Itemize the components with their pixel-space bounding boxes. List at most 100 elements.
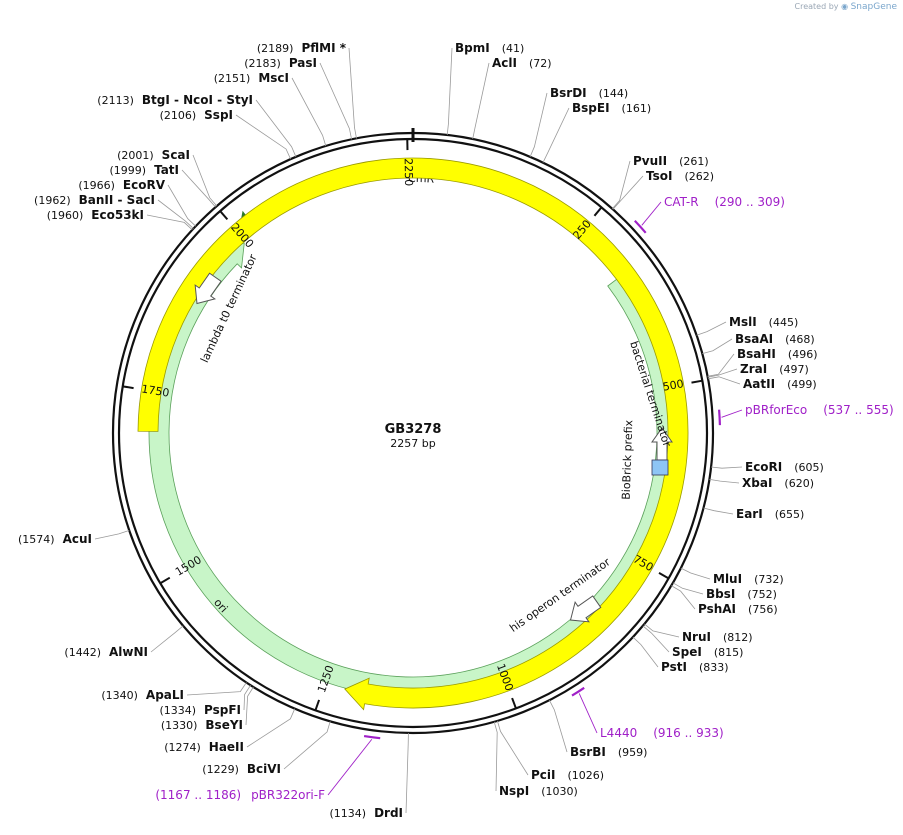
enzyme-site[interactable]: BsrDI(144) xyxy=(550,86,628,100)
enzyme-site[interactable]: PspFI(1334) xyxy=(159,703,241,717)
primer-name: CAT-R xyxy=(664,195,699,209)
enzyme-site[interactable]: PflMI * (2189) xyxy=(257,41,347,55)
enzyme-site[interactable]: ScaI(2001) xyxy=(117,148,190,162)
feature-bacterial-terminator-arrow[interactable] xyxy=(651,427,673,461)
enzyme-site[interactable]: ApaLI(1340) xyxy=(101,688,184,702)
tick-mark xyxy=(159,576,171,585)
enzyme-position: (1960) xyxy=(47,209,84,222)
enzyme-site[interactable]: SpeI(815) xyxy=(672,645,743,659)
enzyme-site[interactable]: BpmI(41) xyxy=(455,41,524,55)
enzyme-site[interactable]: Eco53kI(1960) xyxy=(47,208,144,222)
enzyme-site[interactable]: AlwNI(1442) xyxy=(64,645,148,659)
enzyme-connector xyxy=(291,77,327,147)
enzyme-site[interactable]: AclI(72) xyxy=(492,56,552,70)
enzyme-site[interactable]: TsoI (262) xyxy=(646,169,714,183)
feature-lambda-t0-terminator-arrow[interactable] xyxy=(187,270,225,310)
primer-range: (537 .. 555) xyxy=(823,403,893,417)
feature-lambda-t0-terminator-arrow-shape xyxy=(194,272,222,305)
enzyme-position: (262) xyxy=(684,170,714,183)
enzyme-position: (1966) xyxy=(78,179,115,192)
enzyme-position: (1574) xyxy=(18,533,55,546)
enzyme-site[interactable]: EarI(655) xyxy=(736,507,804,521)
enzyme-site[interactable]: ZraI(497) xyxy=(740,362,809,376)
enzyme-site[interactable]: TatI(1999) xyxy=(109,163,179,177)
enzyme-site[interactable]: MluI(732) xyxy=(713,572,784,586)
enzyme-site[interactable]: AcuI(1574) xyxy=(18,532,92,546)
enzyme-site[interactable]: DrdI(1134) xyxy=(329,806,403,820)
enzyme-site[interactable]: PasI(2183) xyxy=(244,56,317,70)
enzyme-name: PspFI xyxy=(204,703,241,717)
enzyme-site[interactable]: HaeII(1274) xyxy=(164,740,244,754)
enzyme-position: (833) xyxy=(699,661,729,674)
enzyme-site[interactable]: BsrBI(959) xyxy=(570,745,647,759)
enzyme-name: AlwNI xyxy=(109,645,148,659)
enzyme-connector xyxy=(497,720,529,776)
enzyme-name: BsaAI xyxy=(735,332,773,346)
enzyme-position: (468) xyxy=(785,333,815,346)
primer-site[interactable]: L4440(916 .. 933) xyxy=(600,726,724,740)
enzyme-name: PasI xyxy=(289,56,317,70)
enzyme-site[interactable]: NruI(812) xyxy=(682,630,753,644)
primer-layer: CAT-R(290 .. 309) pBRforEco(537 .. 555) L4… xyxy=(155,195,893,802)
enzyme-layer: BpmI(41)AclI(72) BsrDI(144)BspEI(161) PvuI… xyxy=(18,41,824,820)
enzyme-site[interactable]: MscI(2151) xyxy=(214,71,289,85)
primer-site[interactable]: pBRforEco(537 .. 555) xyxy=(745,403,894,417)
enzyme-connector xyxy=(632,636,659,668)
enzyme-site[interactable]: BseYI(1330) xyxy=(161,718,243,732)
enzyme-site[interactable]: PvuII(261) xyxy=(633,154,709,168)
enzyme-site[interactable]: BspEI(161) xyxy=(572,101,651,115)
enzyme-connector xyxy=(94,530,130,540)
primer-connector xyxy=(578,693,598,734)
enzyme-site[interactable]: NspI(1030) xyxy=(499,784,578,798)
tick-label: 500 xyxy=(662,377,685,394)
enzyme-site[interactable]: BanII - SacI(1962) xyxy=(34,193,155,207)
enzyme-position: (2189) xyxy=(257,42,294,55)
enzyme-position: (1962) xyxy=(34,194,71,207)
enzyme-site[interactable]: AatII(499) xyxy=(743,377,817,391)
enzyme-site[interactable]: PshAI(756) xyxy=(698,602,778,616)
enzyme-name: AatII xyxy=(743,377,775,391)
enzyme-position: (620) xyxy=(784,477,814,490)
enzyme-position: (41) xyxy=(502,42,525,55)
enzyme-connector xyxy=(696,321,727,336)
primer-connector xyxy=(327,738,373,796)
enzyme-connector xyxy=(246,708,296,748)
enzyme-connector xyxy=(472,62,490,140)
tick-mark xyxy=(691,379,703,384)
feature-biobrick-prefix[interactable] xyxy=(651,459,669,476)
enzyme-connector xyxy=(612,175,644,210)
enzyme-site[interactable]: PciI(1026) xyxy=(531,768,604,782)
feature-his-operon-terminator-arrow[interactable] xyxy=(564,592,604,630)
enzyme-name: PvuII xyxy=(633,154,667,168)
enzyme-position: (655) xyxy=(775,508,805,521)
enzyme-name: PflMI * xyxy=(301,41,346,55)
enzyme-site[interactable]: BsaAI (468) xyxy=(735,332,815,346)
enzyme-position: (1229) xyxy=(202,763,239,776)
primer-site[interactable]: pBR322ori-F(1167 .. 1186) xyxy=(155,788,325,802)
enzyme-name: MluI xyxy=(713,572,742,586)
enzyme-site[interactable]: SspI(2106) xyxy=(160,108,233,122)
enzyme-site[interactable]: BbsI(752) xyxy=(706,587,777,601)
enzyme-name: TsoI xyxy=(646,169,672,183)
primer-connector xyxy=(641,201,662,226)
enzyme-name: PstI xyxy=(661,660,687,674)
enzyme-connector xyxy=(245,686,254,726)
primer-range: (1167 .. 1186) xyxy=(155,788,241,802)
feature-ori-arrow[interactable] xyxy=(137,157,689,711)
enzyme-site[interactable]: EcoRI(605) xyxy=(745,460,824,474)
tick-mark xyxy=(122,385,134,390)
enzyme-position: (1330) xyxy=(161,719,198,732)
enzyme-site[interactable]: EcoRV(1966) xyxy=(78,178,165,192)
enzyme-connector xyxy=(680,567,711,580)
enzyme-site[interactable]: XbaI(620) xyxy=(742,476,814,490)
enzyme-site[interactable]: BciVI(1229) xyxy=(202,762,281,776)
enzyme-site[interactable]: BsaHI(496) xyxy=(737,347,818,361)
enzyme-connector xyxy=(186,682,247,696)
enzyme-site[interactable]: BtgI - NcoI - StyI(2113) xyxy=(97,93,253,107)
enzyme-position: (1274) xyxy=(164,741,201,754)
enzyme-connector xyxy=(529,92,548,157)
tick-mark xyxy=(314,699,321,711)
enzyme-site[interactable]: PstI (833) xyxy=(661,660,729,674)
primer-site[interactable]: CAT-R(290 .. 309) xyxy=(664,195,785,209)
enzyme-site[interactable]: MslI(445) xyxy=(729,315,798,329)
